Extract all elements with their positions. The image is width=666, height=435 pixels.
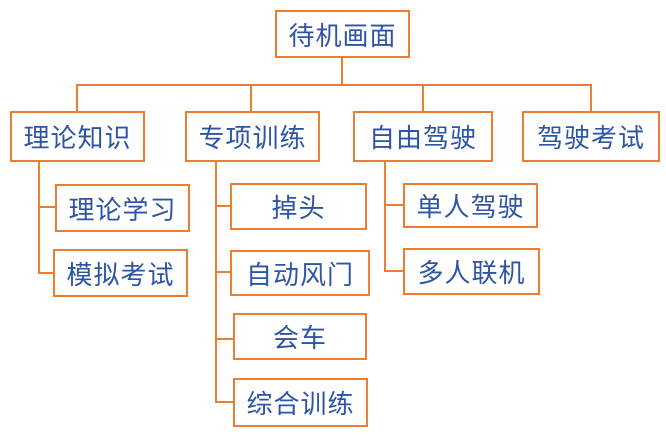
node-u-turn: 掉头 xyxy=(230,183,367,230)
connector-drop-exam xyxy=(590,84,592,111)
connector-drop-free xyxy=(422,84,424,111)
node-special-training: 专项训练 xyxy=(185,111,320,162)
connector-special-vertical xyxy=(215,162,217,403)
connector-drop-special xyxy=(250,84,252,111)
connector-stub-meeting-cars xyxy=(215,338,233,340)
connector-stub-mock-exam xyxy=(38,272,55,274)
connector-stub-theory-study xyxy=(38,206,55,208)
node-single-driving: 单人驾驶 xyxy=(403,183,538,228)
connector-drop-theory xyxy=(76,84,78,111)
connector-stub-single-drive xyxy=(384,204,403,206)
connector-theory-vertical xyxy=(38,162,40,274)
node-auto-throttle: 自动风门 xyxy=(230,250,370,296)
node-standby-screen: 待机画面 xyxy=(275,10,410,58)
connector-root-drop xyxy=(341,58,343,85)
connector-stub-auto-throttle xyxy=(215,271,230,273)
connector-stub-multiplayer xyxy=(384,270,403,272)
node-meeting-cars: 会车 xyxy=(233,313,367,360)
node-driving-exam: 驾驶考试 xyxy=(522,111,660,162)
node-mock-exam: 模拟考试 xyxy=(53,249,188,297)
node-comprehensive-training: 综合训练 xyxy=(233,378,368,427)
node-theory-study: 理论学习 xyxy=(55,184,190,232)
connector-stub-comprehensive xyxy=(215,401,233,403)
node-multiplayer-online: 多人联机 xyxy=(403,248,540,295)
connector-level1-horizontal xyxy=(76,84,592,86)
node-theory-knowledge: 理论知识 xyxy=(10,111,145,162)
connector-stub-u-turn xyxy=(215,205,230,207)
connector-free-vertical xyxy=(384,162,386,272)
node-free-driving: 自由驾驶 xyxy=(353,111,493,162)
